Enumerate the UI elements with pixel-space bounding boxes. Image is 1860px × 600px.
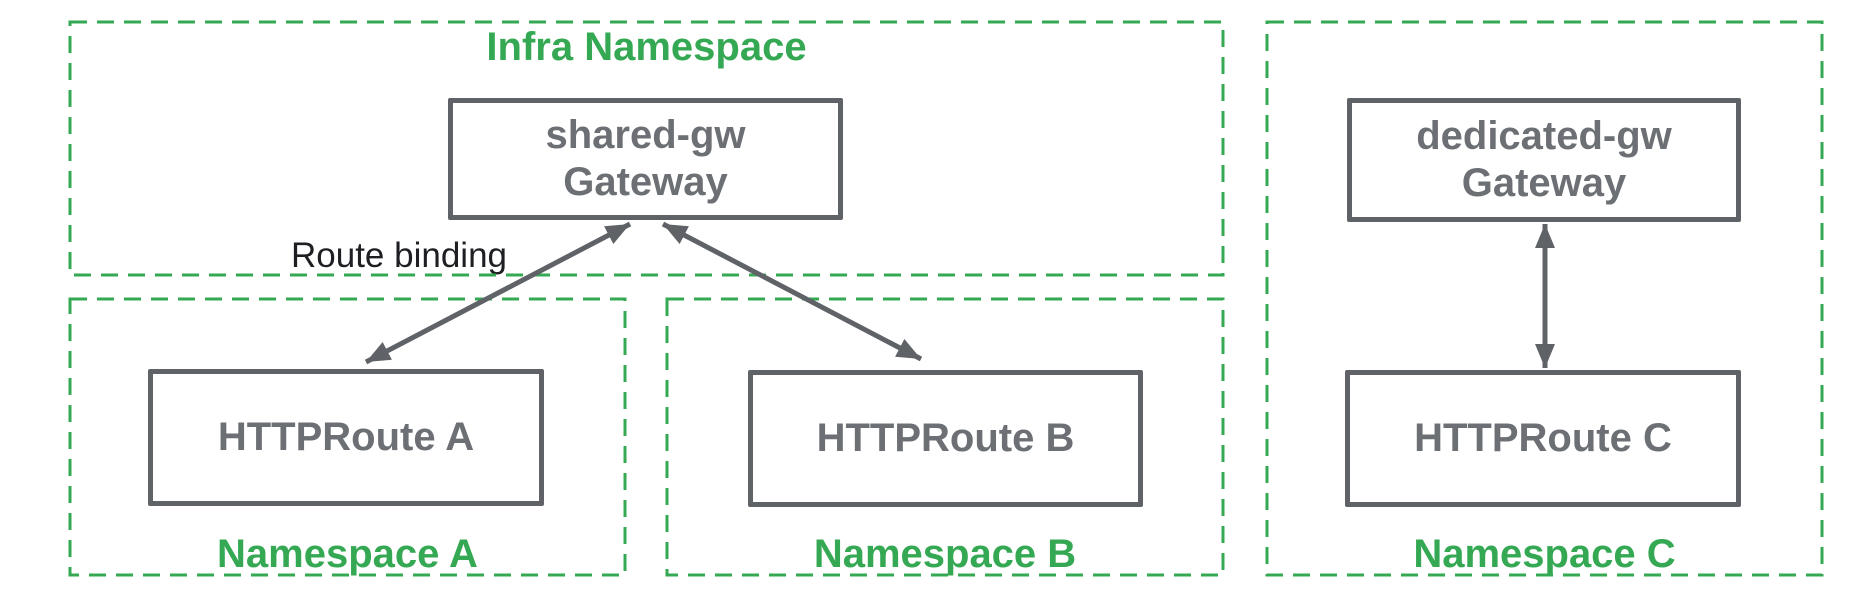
dedicated-gateway-node: dedicated-gw Gateway — [1347, 98, 1741, 222]
namespace-b-label: Namespace B — [813, 532, 1077, 576]
dedicated-gateway-kind: Gateway — [1461, 161, 1627, 205]
namespace-a-label: Namespace A — [217, 532, 478, 576]
shared-gateway-name: shared-gw — [545, 113, 746, 157]
httproute-b-name: HTTPRoute B — [816, 416, 1075, 460]
route-b-to-shared-gateway-arrow — [661, 221, 923, 362]
httproute-b-node: HTTPRoute B — [748, 370, 1143, 507]
infra-namespace-label: Infra Namespace — [486, 25, 807, 69]
namespace-c-label: Namespace C — [1413, 532, 1676, 576]
httproute-a-name: HTTPRoute A — [217, 415, 475, 459]
shared-gateway-kind: Gateway — [563, 160, 728, 204]
httproute-c-name: HTTPRoute C — [1414, 416, 1672, 460]
dedicated-gateway-name: dedicated-gw — [1416, 114, 1672, 158]
route-binding-label: Route binding — [291, 236, 507, 275]
httproute-c-node: HTTPRoute C — [1345, 370, 1741, 507]
httproute-a-node: HTTPRoute A — [148, 369, 544, 506]
shared-gateway-node: shared-gw Gateway — [448, 98, 843, 220]
